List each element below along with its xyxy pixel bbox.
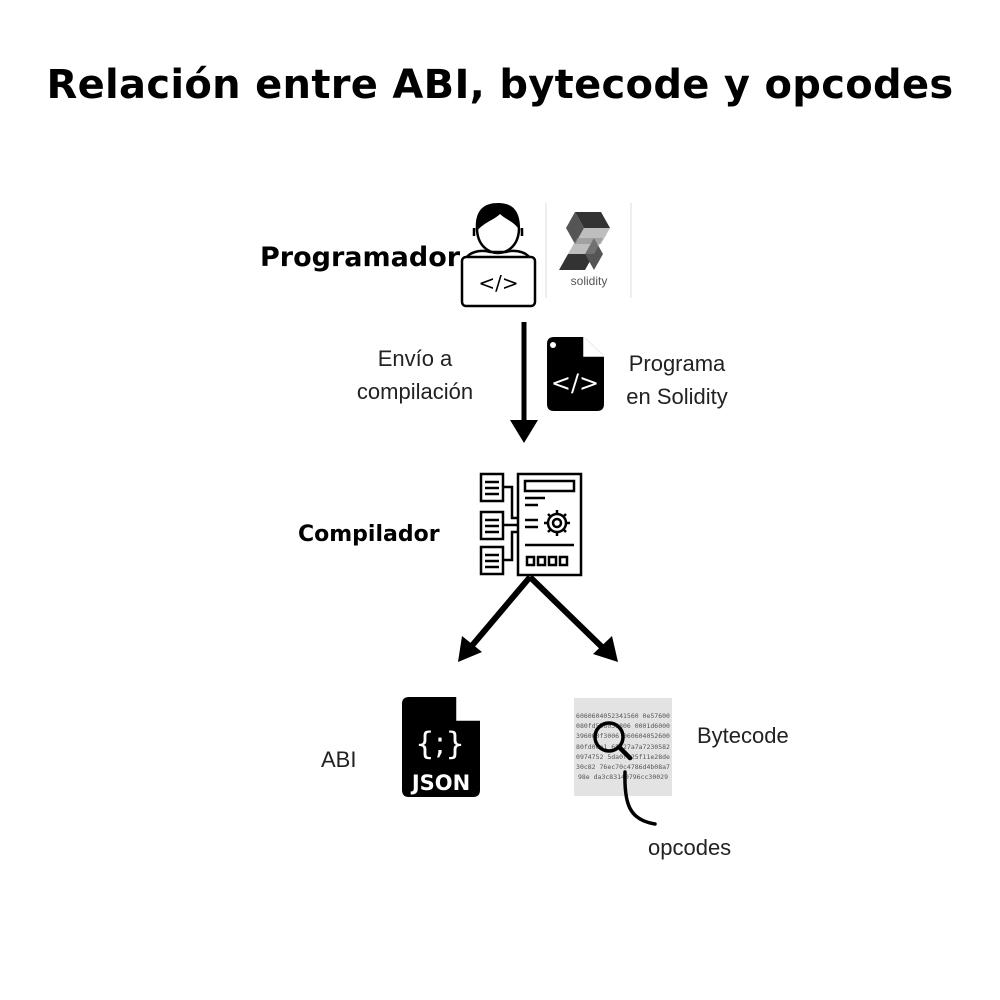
label-programador: Programador — [260, 242, 461, 273]
json-label-glyph: JSON — [410, 771, 470, 795]
magnifier-icon — [593, 721, 657, 826]
solidity-file-code-glyph: </> — [551, 369, 599, 397]
programmer-icon: </> — [460, 203, 537, 308]
compiler-icon — [479, 472, 583, 577]
label-programa-solidity: Programa en Solidity — [612, 347, 742, 413]
label-compilador: Compilador — [298, 522, 440, 547]
json-file-icon: {;} JSON — [402, 695, 482, 797]
label-abi: ABI — [321, 747, 357, 772]
label-envio-compilacion: Envío a compilación — [340, 342, 490, 408]
label-envio-line2: compilación — [356, 379, 474, 404]
json-braces-glyph: {;} — [415, 726, 465, 762]
diagram-title: Relación entre ABI, bytecode y opcodes — [46, 62, 954, 108]
label-envio-line1: Envío a — [377, 346, 453, 371]
label-programa-line2: en Solidity — [626, 384, 728, 409]
programmer-code-glyph: </> — [478, 271, 518, 295]
bytecode-sample-box: 6060604052341560 0e57600080fd5b6036806 0… — [574, 698, 672, 796]
label-opcodes: opcodes — [648, 835, 732, 860]
arrow-down-icon — [510, 322, 538, 443]
solidity-logo — [545, 203, 632, 298]
solidity-file-icon: </> — [547, 337, 604, 411]
label-programa-line1: Programa — [628, 351, 726, 376]
arrow-split-icon — [458, 574, 618, 662]
label-bytecode: Bytecode — [697, 723, 789, 748]
solidity-logo-text: solidity — [570, 274, 608, 288]
